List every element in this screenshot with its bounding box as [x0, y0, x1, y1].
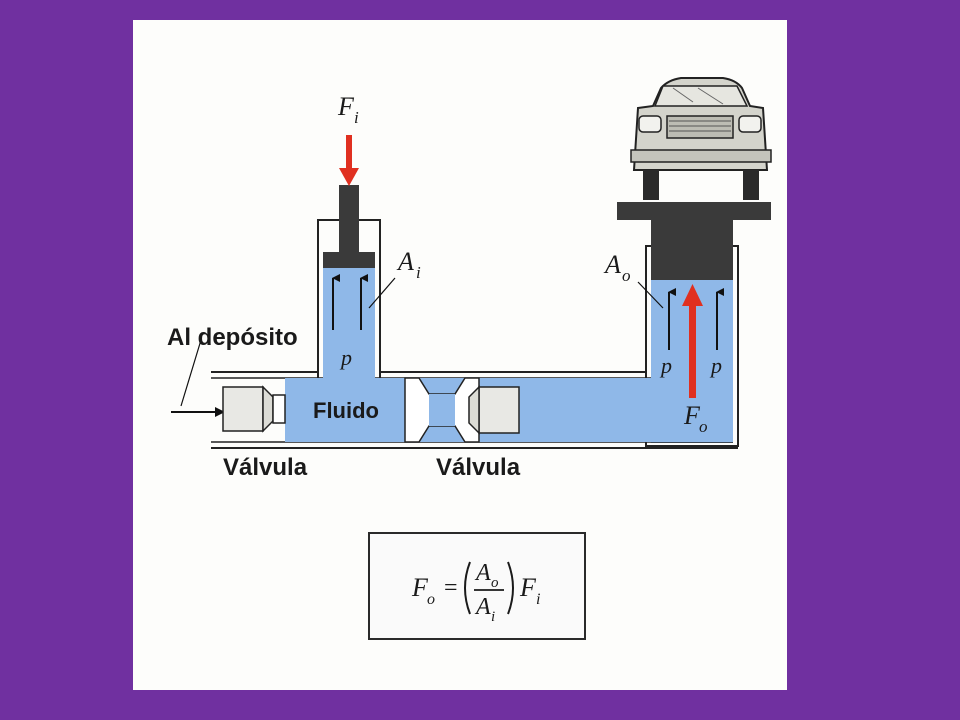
output-force-arrow: [682, 284, 703, 398]
formula-input-force: F: [519, 573, 537, 602]
output-area-leader: [637, 281, 664, 309]
formula: F o = A o A i F i: [411, 560, 540, 625]
input-force-subscript: i: [354, 108, 359, 127]
hydraulic-press-diagram: Al depósito Válvula Válvula Fluido p p p…: [167, 77, 772, 481]
output-area-subscript: o: [622, 266, 631, 285]
formula-equals: =: [444, 575, 458, 601]
formula-numerator-sub: o: [491, 575, 499, 591]
pressure-label-right-2: p: [709, 353, 722, 378]
input-force-label: F i: [337, 92, 359, 127]
valve-right-label: Válvula: [436, 454, 521, 481]
fluid-label: Fluido: [313, 398, 379, 423]
formula-output-force-sub: o: [427, 591, 435, 608]
reservoir-arrowhead: [215, 407, 225, 417]
formula-denominator-sub: i: [491, 609, 495, 625]
valve-middle: [404, 377, 520, 443]
input-piston: [323, 185, 375, 268]
input-area-leader: [368, 277, 396, 309]
input-force-arrow: [339, 135, 359, 186]
input-area-subscript: i: [416, 263, 421, 282]
input-area-label: A i: [396, 247, 421, 282]
formula-denominator: A: [474, 594, 491, 620]
formula-numerator: A: [474, 560, 491, 586]
output-area-label: A o: [603, 250, 631, 285]
formula-left-paren: [464, 561, 471, 615]
formula-output-force: F: [411, 573, 429, 602]
output-force-subscript: o: [699, 417, 708, 436]
output-force-symbol: F: [683, 401, 701, 430]
valve-left: [222, 385, 286, 433]
formula-right-paren: [507, 561, 514, 615]
output-area-symbol: A: [603, 250, 621, 279]
input-force-symbol: F: [337, 92, 355, 121]
valve-left-label: Válvula: [223, 454, 308, 481]
reservoir-leader: [180, 339, 202, 407]
pressure-label-left: p: [339, 345, 352, 370]
formula-input-force-sub: i: [536, 591, 540, 608]
car-illustration: [630, 77, 772, 200]
reservoir-label: Al depósito: [167, 324, 298, 351]
diagram-panel: Al depósito Válvula Válvula Fluido p p p…: [133, 20, 787, 690]
pressure-label-right-1: p: [659, 353, 672, 378]
output-force-label: F o: [683, 401, 708, 436]
formula-box: F o = A o A i F i: [368, 532, 586, 640]
output-piston: [617, 202, 771, 280]
input-area-symbol: A: [396, 247, 414, 276]
